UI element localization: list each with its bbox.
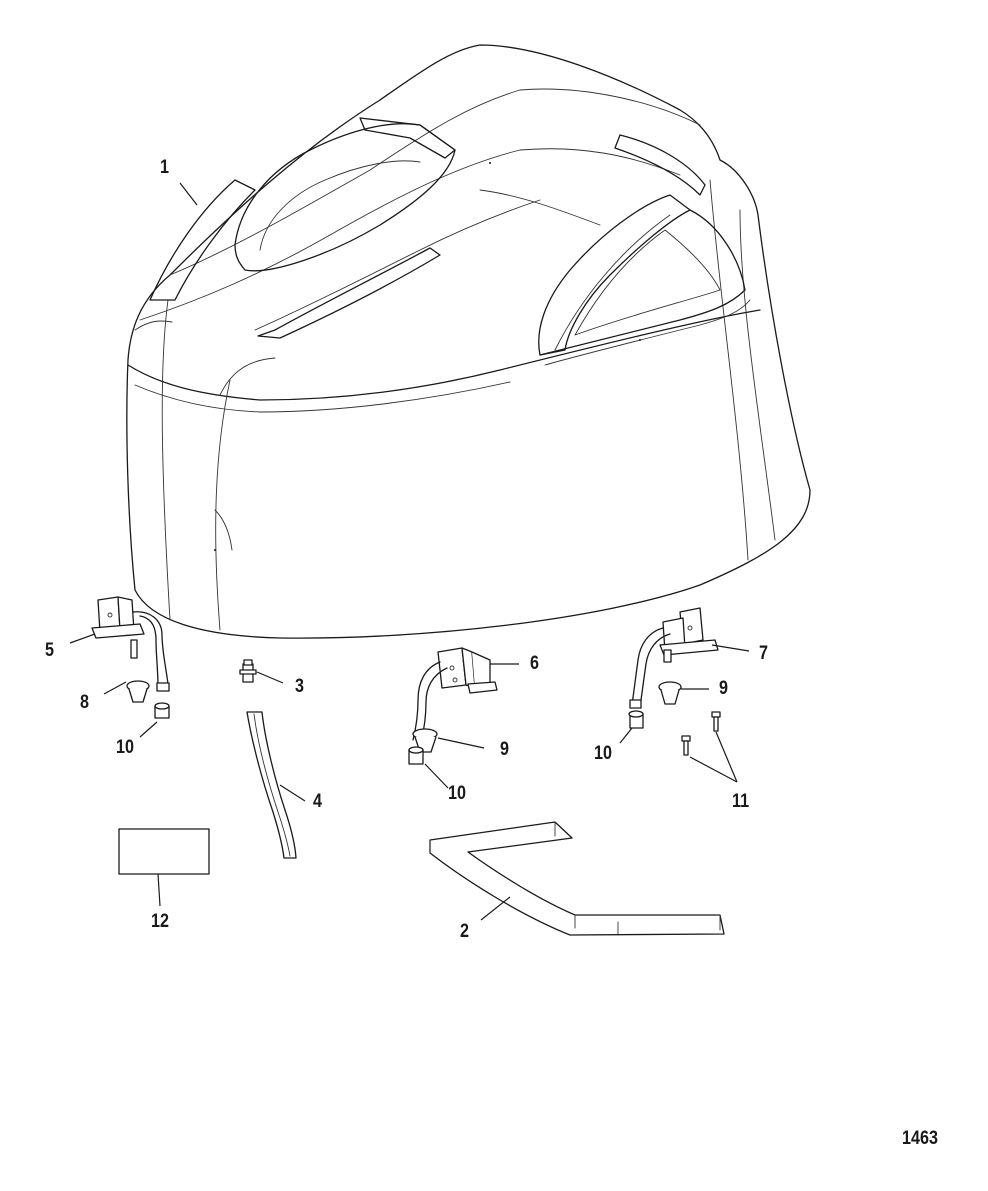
screws-11 bbox=[681, 711, 721, 756]
callout-9-right: 9 bbox=[719, 678, 728, 699]
spacer-10-right bbox=[628, 710, 644, 729]
callout-8: 8 bbox=[80, 692, 89, 713]
callout-11: 11 bbox=[732, 791, 750, 812]
callout-12: 12 bbox=[151, 911, 169, 932]
pin-3 bbox=[239, 659, 257, 683]
callout-10-right: 10 bbox=[594, 743, 612, 764]
callout-5: 5 bbox=[45, 640, 54, 661]
callout-3: 3 bbox=[295, 676, 304, 697]
spacer-10-left bbox=[154, 702, 170, 719]
spacer-10-middle bbox=[408, 746, 424, 765]
callout-10-left: 10 bbox=[116, 737, 134, 758]
top-cowl bbox=[126, 44, 811, 639]
latch-right bbox=[629, 607, 719, 709]
callout-9-middle: 9 bbox=[500, 739, 509, 760]
callout-10-middle: 10 bbox=[448, 783, 466, 804]
callout-1: 1 bbox=[160, 157, 169, 178]
leader-lines bbox=[69, 182, 750, 921]
latch-left bbox=[91, 596, 170, 692]
callout-2: 2 bbox=[460, 921, 469, 942]
callout-6: 6 bbox=[530, 653, 539, 674]
grommet-9-right bbox=[658, 681, 682, 705]
latch-middle bbox=[412, 647, 498, 743]
figure-number: 1463 bbox=[902, 1128, 938, 1149]
decal-12 bbox=[118, 828, 210, 875]
callout-4: 4 bbox=[313, 791, 322, 812]
grommet-8 bbox=[126, 680, 150, 703]
strap-4 bbox=[246, 711, 297, 859]
seal-2 bbox=[429, 821, 725, 936]
callout-7: 7 bbox=[759, 643, 768, 664]
